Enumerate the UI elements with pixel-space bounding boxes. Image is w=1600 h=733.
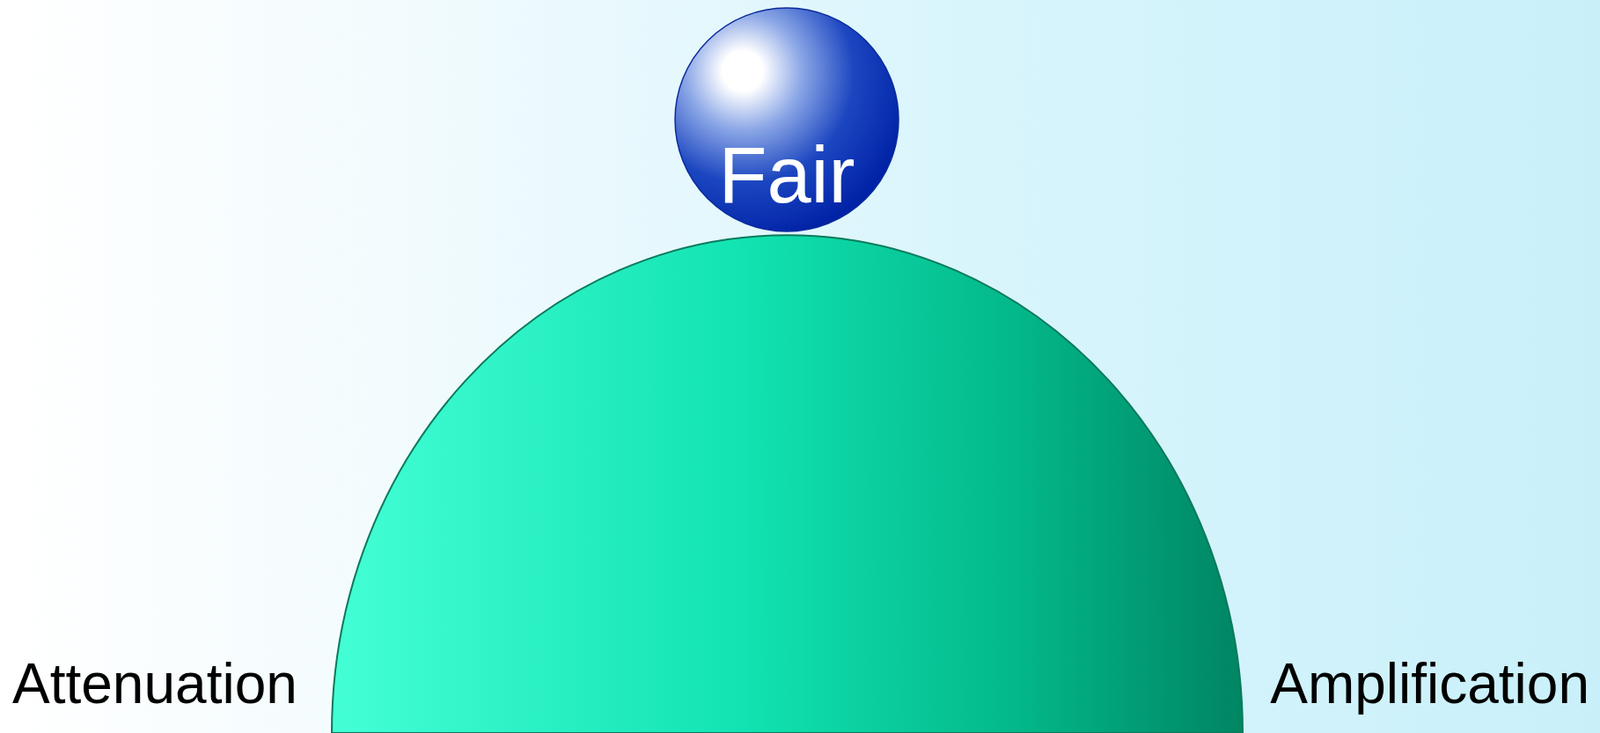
ball-label: Fair [719, 135, 856, 215]
ball-circle [675, 7, 899, 232]
left-label: Attenuation [12, 655, 298, 712]
dome-shape [331, 234, 1243, 733]
fair-ball: Fair [674, 7, 900, 233]
right-label: Amplification [1269, 655, 1590, 712]
